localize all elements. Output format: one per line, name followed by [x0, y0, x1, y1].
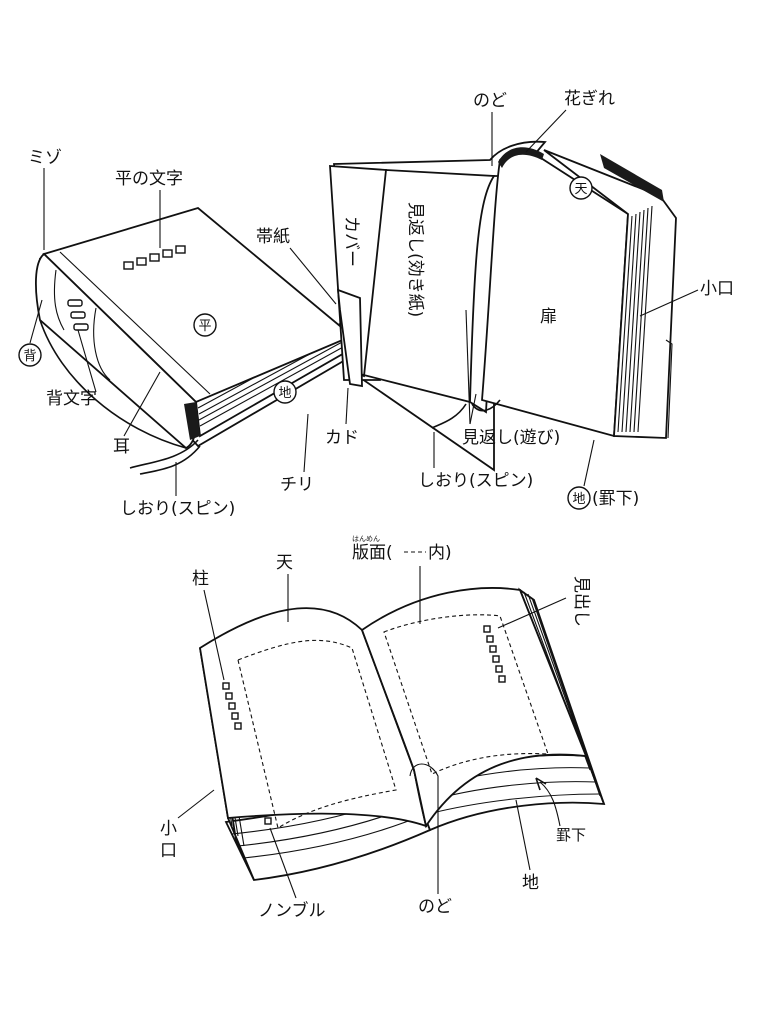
right-page — [360, 587, 588, 829]
cover-jacket-book — [329, 140, 677, 472]
hira-mark-text: 平 — [198, 319, 211, 334]
ten-circle-mark: 天 — [569, 176, 593, 200]
closed-book — [35, 206, 354, 475]
label-nombre: ノンブル — [258, 900, 326, 921]
cover-title-marks — [123, 245, 186, 270]
label-shiori-right: しおり(スピン) — [418, 471, 533, 491]
label-hanagire: 花ぎれ — [564, 89, 615, 109]
label-koguchi-top: 小口 — [700, 279, 734, 299]
se-circle-mark: 背 — [18, 343, 42, 367]
label-mikaeshi-kiki: 見返し(効き紙) — [405, 202, 425, 317]
label-hanmen-close: 内) — [428, 543, 452, 563]
label-koguchi-bottom-1: 小 — [160, 819, 177, 839]
label-mimi: 耳 — [113, 437, 130, 457]
label-chiri: チリ — [280, 475, 314, 495]
label-mikaeshi-asobi: 見返し(遊び) — [462, 428, 560, 448]
label-kado: カド — [325, 428, 359, 448]
label-cover: カバー — [341, 216, 361, 267]
label-midashi: 見出し — [571, 576, 591, 627]
label-shiori-left: しおり(スピン) — [120, 499, 235, 519]
label-chi-keika: (罫下) — [592, 489, 639, 509]
label-hanmen: 版面( — [352, 543, 393, 563]
hira-circle-mark: 平 — [193, 313, 217, 337]
open-book-ribbon — [431, 403, 467, 429]
chi-closed-circle-mark: 地 — [273, 380, 297, 404]
label-koguchi-bottom-2: 口 — [160, 841, 177, 861]
running-head-marks — [222, 682, 242, 730]
label-hashira: 柱 — [192, 569, 209, 589]
label-nodo-top: のど — [473, 91, 507, 111]
chi-keika-mark-text: 地 — [572, 492, 585, 507]
label-ten: 天 — [276, 553, 293, 573]
fore-edge-lines — [617, 205, 653, 433]
label-se-moji: 背文字 — [46, 389, 97, 409]
ten-mark-text: 天 — [574, 182, 587, 197]
endpaper-pasted — [351, 169, 495, 404]
closed-book-ribbon — [129, 439, 199, 469]
label-tobira: 扉 — [540, 307, 557, 327]
spine-title-marks — [67, 299, 89, 331]
se-mark-text: 背 — [23, 349, 36, 364]
label-nodo-bottom: のど — [418, 897, 452, 917]
left-type-area — [237, 639, 397, 829]
label-obigami: 帯紙 — [256, 227, 290, 247]
heading-marks — [483, 625, 506, 683]
label-chi: 地 — [522, 873, 539, 893]
label-keika: 罫下 — [556, 826, 586, 844]
page-number-mark — [264, 817, 272, 825]
label-mizo: ミゾ — [28, 148, 62, 168]
open-book — [199, 587, 606, 881]
label-hira-moji: 平の文字 — [115, 169, 183, 189]
right-type-area — [383, 614, 549, 775]
chi-keika-circle-mark: 地 — [567, 486, 591, 510]
chi-closed-mark-text: 地 — [278, 386, 291, 401]
label-hanmen-ruby: はんめん — [352, 535, 380, 543]
